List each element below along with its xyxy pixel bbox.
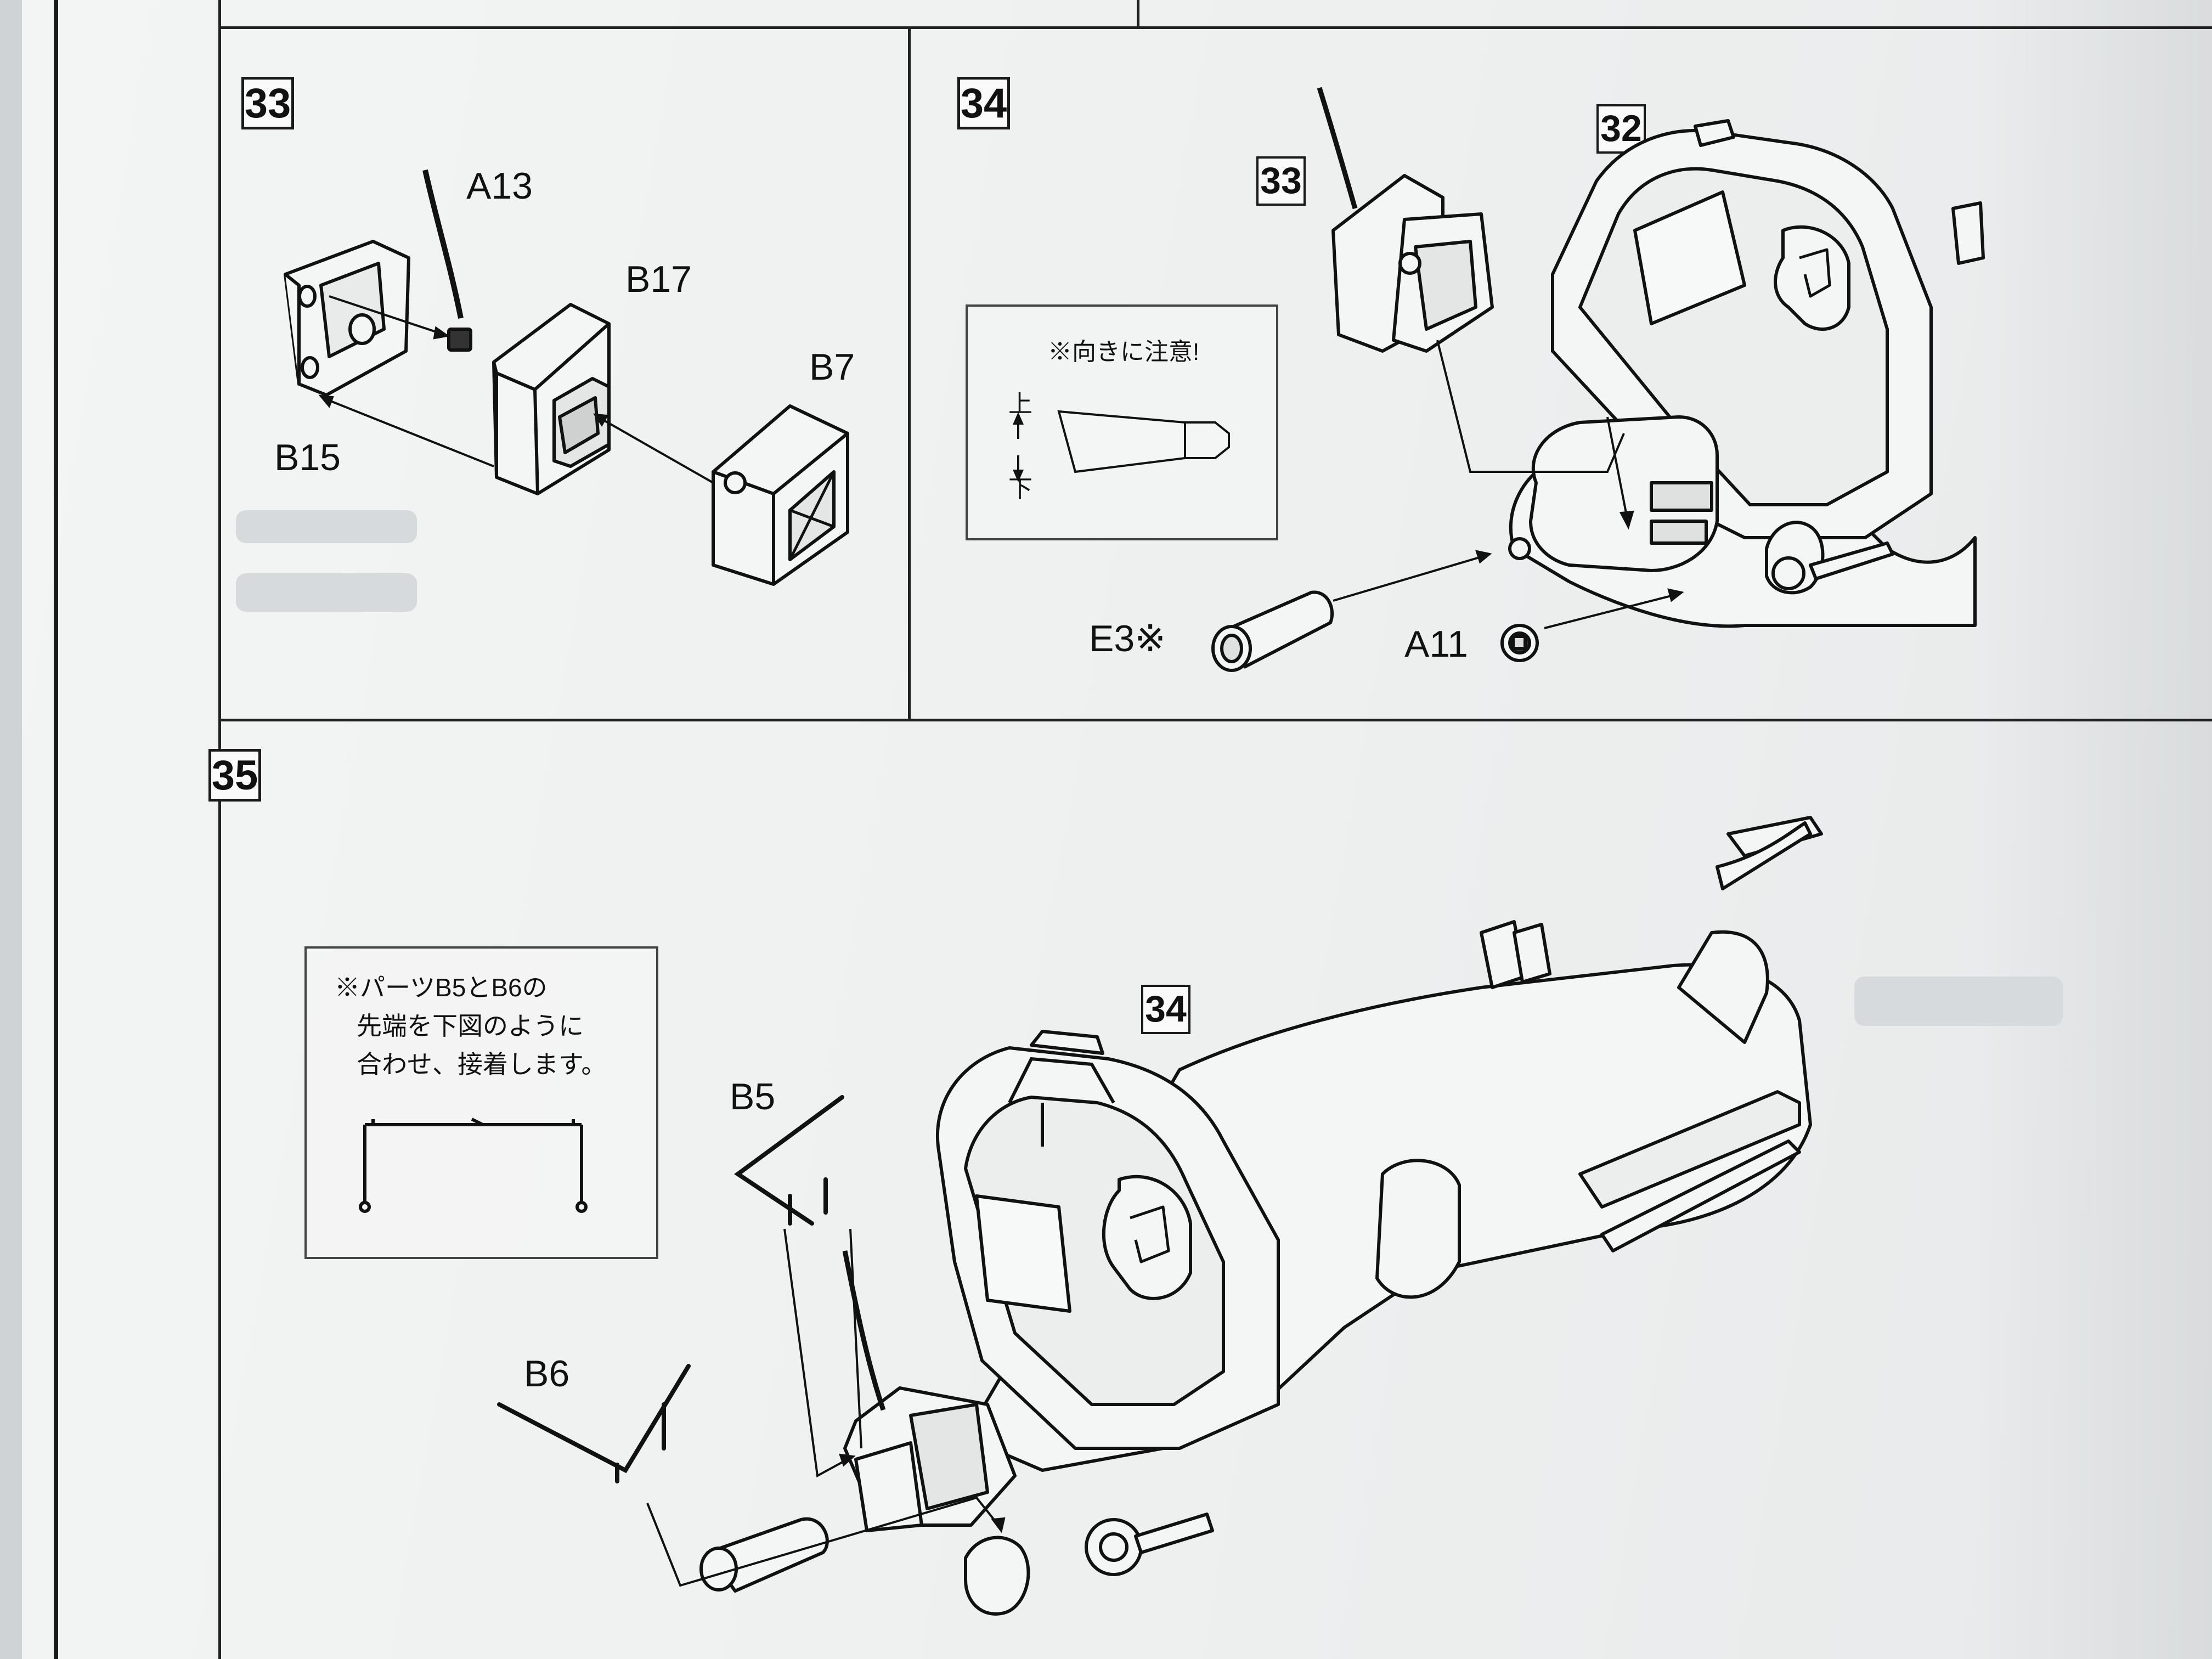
step-ref-33-label: 33: [1256, 156, 1306, 206]
part-label-b6: B6: [524, 1353, 570, 1395]
a13-antenna: [422, 169, 472, 352]
frame-line: [218, 26, 2212, 29]
b5-rail: [734, 1095, 844, 1226]
orientation-up: 上: [1008, 391, 1032, 417]
step-ref-34: 34: [1141, 985, 1190, 1034]
page-binding-line: [54, 0, 58, 1659]
frame-line: [218, 719, 2212, 721]
antenna-35: [842, 1250, 886, 1411]
part-label-b15: B15: [274, 437, 341, 478]
note-line-1: ※パーツB5とB6の: [335, 973, 548, 1002]
b7-sleeve: [712, 404, 849, 586]
vehicle-body-35: [699, 816, 1823, 1616]
e3-a11-parts: [1211, 590, 1539, 672]
b17-box: [492, 303, 611, 495]
part-label-e3: E3※: [1089, 618, 1166, 659]
step-35-arrows: [646, 1228, 1006, 1587]
frame-line: [908, 27, 911, 721]
orientation-diagram: [1012, 410, 1230, 482]
b5-b6-joined-sketch: [359, 1118, 588, 1213]
part-label-b7: B7: [809, 346, 855, 388]
vehicle-body-34: [1508, 119, 1985, 628]
show-through-area: [1975, 0, 2212, 1659]
step-number-33: 33: [241, 77, 294, 129]
frame-line: [218, 0, 221, 721]
step-number-35: 35: [208, 749, 261, 802]
note-line-2: 先端を下図のように: [357, 1012, 584, 1040]
step-ref-32: 32: [1596, 104, 1646, 154]
b5-b6-note-text: ※パーツB5とB6の 先端を下図のように 合わせ、接着します。: [335, 968, 606, 1084]
b15-bracket: [284, 240, 410, 397]
step-number-34: 34: [957, 77, 1010, 129]
part-label-b17: B17: [625, 258, 692, 300]
show-through-bar: [236, 573, 417, 612]
frame-line: [218, 721, 221, 1659]
note-line-3: 合わせ、接着します。: [357, 1050, 607, 1079]
orientation-down: 下: [1008, 476, 1032, 503]
part-label-b5: B5: [730, 1076, 776, 1118]
vehicle-35-handlebar: [1008, 1057, 1115, 1147]
b6-rail: [497, 1364, 691, 1483]
show-through-bar: [1854, 977, 2063, 1026]
antenna-box-assembly: [1317, 87, 1494, 353]
frame-line: [1137, 0, 1139, 27]
part-label-a13: A13: [466, 165, 533, 207]
show-through-bar: [236, 510, 417, 543]
orientation-caution: ※向きに注意!: [1048, 338, 1200, 365]
step-34-arrows: [1333, 340, 1684, 629]
step-33-arrows: [318, 295, 714, 484]
part-label-a11: A11: [1404, 623, 1468, 665]
